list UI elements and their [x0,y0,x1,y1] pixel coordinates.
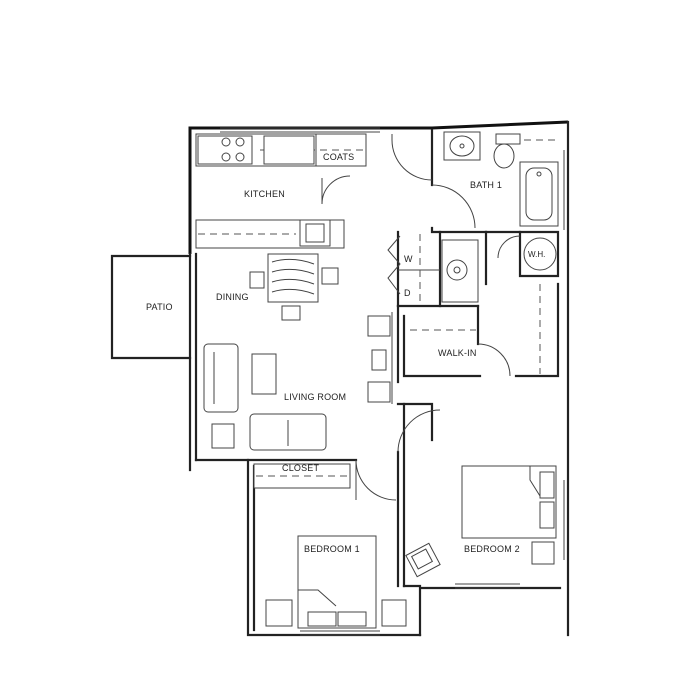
dining-chairs [249,267,339,321]
bedroom2-bed [461,465,557,539]
walk-in-shelves [410,284,541,374]
interior-walls [246,128,560,632]
living-room-label: LIVING ROOM [284,392,346,402]
stove-burners [221,137,245,162]
bedroom1-label: BEDROOM 1 [304,544,360,554]
patio-label: PATIO [146,302,173,312]
laundry [398,234,479,304]
coffee-table [251,353,277,395]
kitchen-lower-counter [195,219,345,249]
washer-label: W [404,254,413,264]
dining-label: DINING [216,292,249,302]
bedroom2-nightstand [531,541,555,565]
bath-label: BATH 1 [470,180,502,190]
water-heater [523,237,557,271]
coats-label: COATS [323,152,354,162]
side-table [211,423,235,449]
kitchen-label: KITCHEN [244,189,285,199]
dryer-label: D [404,288,411,298]
bedroom2-label: BEDROOM 2 [464,544,520,554]
kitchen-counter [195,133,367,167]
nightstand-right [381,599,407,627]
bath-fixtures [443,131,559,227]
bedroom2-armchair [405,542,441,578]
closet [253,463,351,489]
bar-stools [367,312,393,404]
loveseat [249,413,327,451]
patio [110,254,192,360]
nightstand-left [265,599,293,627]
windows [220,127,565,636]
water-heater-label: W.H. [528,250,545,259]
walk-in-label: WALK-IN [438,348,477,358]
bedroom1-bed [297,535,377,629]
sofa [203,343,239,413]
dining-table [267,253,319,303]
doors [321,134,521,501]
closet-label: CLOSET [282,463,320,473]
